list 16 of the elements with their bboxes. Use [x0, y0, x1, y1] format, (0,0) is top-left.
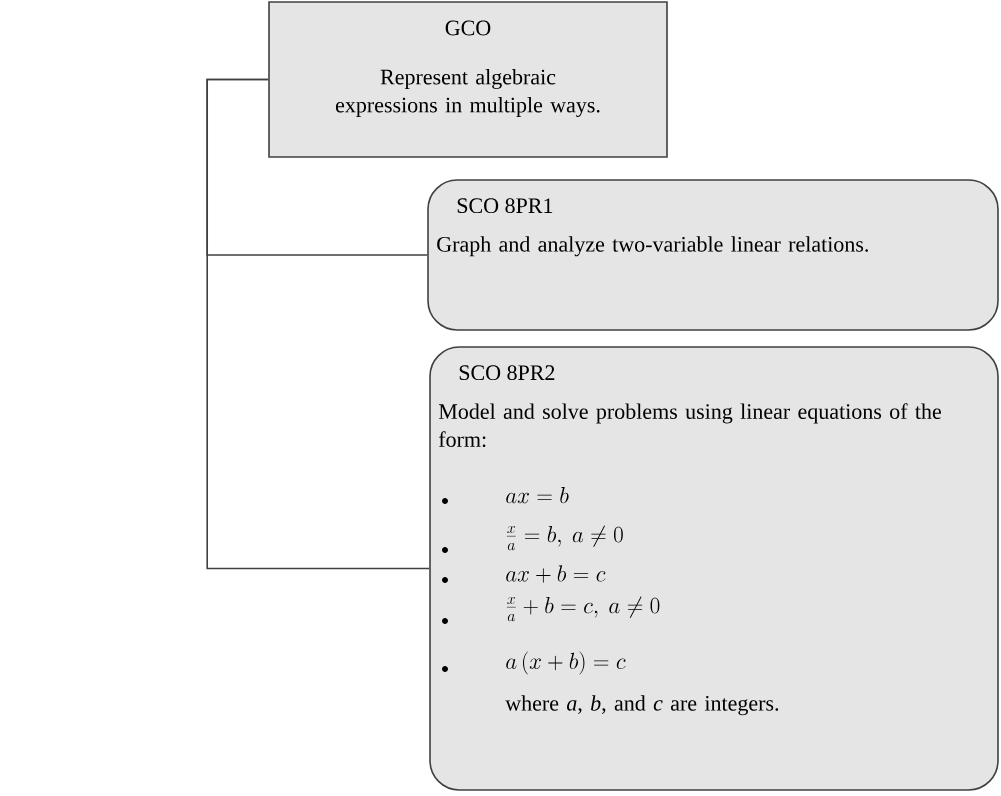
box-text: Graph and analyze two-variable linear relations.	[437, 236, 868, 257]
box-text: where a, b, and c are integers.	[505, 695, 779, 716]
connector-line	[206, 78, 430, 570]
outcome-box	[429, 346, 999, 791]
formula: $\frac{x}{a}=b,\ a\neq 0$	[506, 525, 623, 551]
box-heading: SCO 8PR2	[459, 365, 555, 381]
formula: $\frac{x}{a}+b=c,\ a\neq 0$	[506, 596, 660, 622]
formula: $ax+b=c$	[506, 565, 606, 583]
box-text: Model and solve problems using linear equations of the form:	[438, 403, 941, 448]
outcome-box	[427, 179, 999, 331]
formula: $ax=b$	[506, 487, 569, 504]
formula: $a\left(x+b\right)=c$	[506, 651, 626, 675]
box-text: Represent algebraic expressions in multiple ways.	[335, 69, 600, 117]
box-heading: GCO	[445, 20, 491, 36]
goal-box	[268, 1, 668, 158]
box-heading: SCO 8PR1	[457, 198, 553, 214]
